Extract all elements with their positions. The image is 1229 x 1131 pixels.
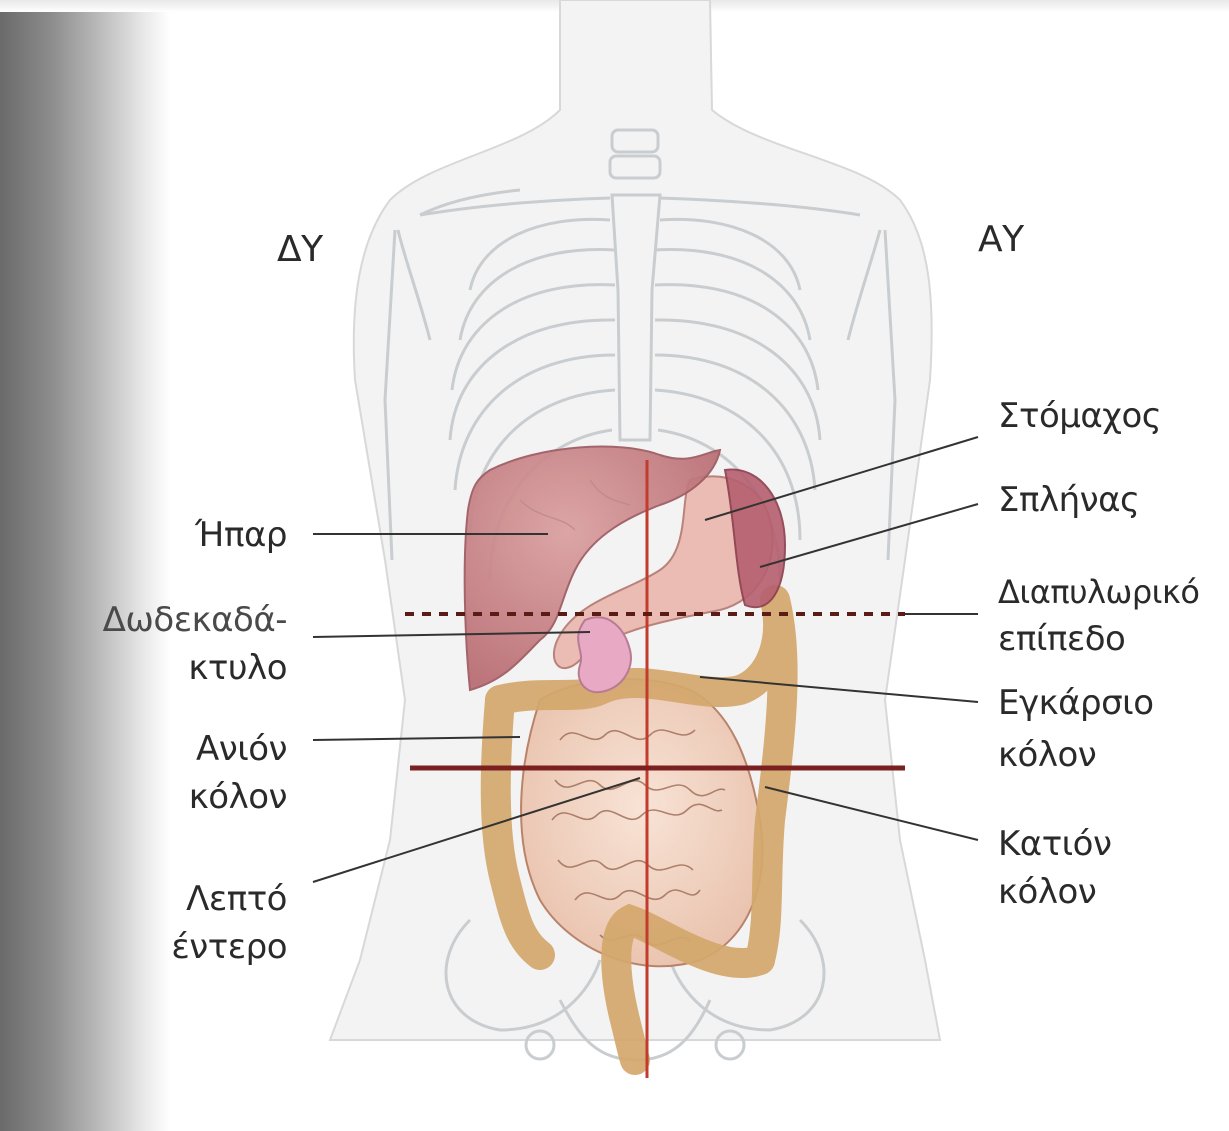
patient-left-label: ΑΥ [978,218,1024,262]
duodenum-label-line1: Δωδεκαδά- [100,598,287,642]
small-intestine-label-line1: Λεπτό [150,877,287,921]
stomach-label: Στόμαχος [998,394,1161,438]
descending-colon-label-line1: Κατιόν [998,822,1111,866]
small-intestine-label-line2: έντερο [150,925,287,969]
transverse-colon-label-line1: Εγκάρσιο [998,681,1154,725]
spleen-label: Σπλήνας [998,478,1139,522]
duodenum-label-line2: κτυλο [150,646,287,690]
transverse-colon-label-line2: κόλον [998,733,1096,777]
descending-colon-label-line2: κόλον [998,870,1096,914]
patient-right-label: ΔΥ [277,228,323,272]
transpyloric-label-line1: Διαπυλωρικό [998,570,1199,614]
transpyloric-label-line2: επίπεδο [998,617,1125,661]
ascending-colon-label-line2: κόλον [150,775,287,819]
liver-label: Ήπαρ [150,513,287,557]
ascending-colon-label-line1: Ανιόν [150,727,287,771]
